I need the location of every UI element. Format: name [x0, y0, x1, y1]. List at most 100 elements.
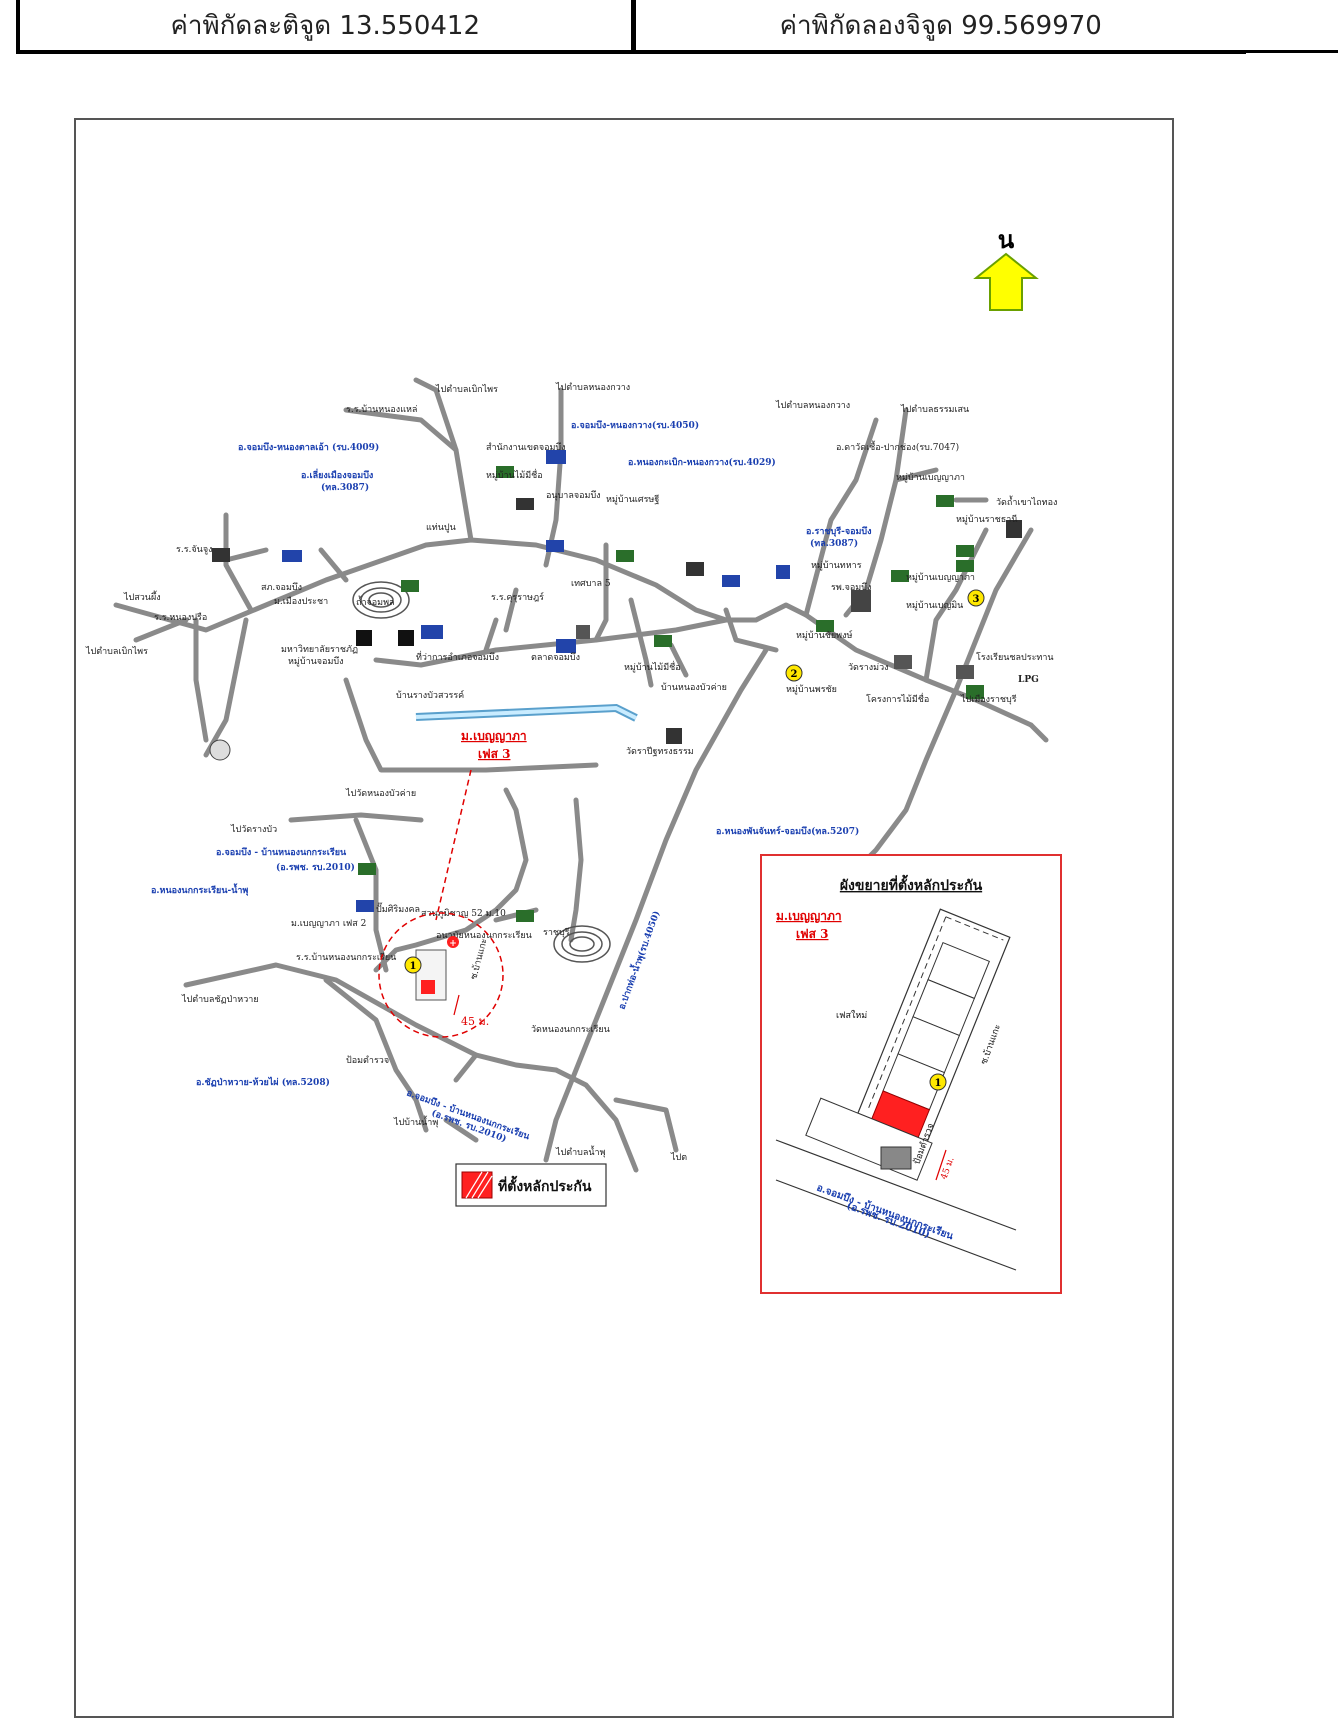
label-school-kuru: ร.ร.คุรุราษฎร์	[491, 591, 544, 603]
mountain-icon	[352, 581, 410, 619]
label-bypass-no: (ทล.3087)	[321, 482, 369, 493]
label-health-center: อนามัยหนองนกกระเรียน	[436, 930, 532, 941]
label-school-ban-nong: ร.ร.บ้านหนองนกกระเรียน	[296, 952, 396, 963]
label-road-4050: อ.จอมบึง-หนองกวาง(รบ.4050)	[571, 420, 699, 431]
label-mb-mai-sue-2: หมู่บ้านไม้มีชื่อ	[624, 660, 681, 673]
map-canvas: น	[85, 225, 1062, 1294]
svg-text:1: 1	[410, 961, 417, 972]
label-ban-tha-sai: บ้านหนองบัวค่าย	[661, 682, 727, 693]
label-road-4029: อ.หนองกะเบิก-หนองกวาง(รบ.4029)	[628, 457, 776, 468]
site-distance: 45 ม.	[461, 1015, 489, 1028]
inset-new-phase: เฟสใหม่	[836, 1010, 867, 1021]
label-ban-kae-road: ซ.บ้านแกะ	[468, 937, 490, 981]
label-mb-benyapa-1: หมู่บ้านเบญญาภา	[896, 472, 965, 483]
latitude-label: ค่าพิกัดละติจูด 13.550412	[20, 0, 636, 50]
label-rong-rian: โรงเรียนชลประทาน	[976, 652, 1054, 663]
label-mb-chaiphong: หมู่บ้านชัยพงษ์	[796, 629, 853, 641]
label-school-2: อนุบาลจอมบึง	[546, 490, 601, 501]
label-lpg: LPG	[1018, 675, 1039, 685]
label-mb-chombueng: หมู่บ้านจอมบึง	[288, 656, 344, 667]
label-mb-mai-sue: หมู่บ้านไม้มีชื่อ	[486, 468, 543, 481]
inset-map: ผังขยายที่ตั้งหลักประกัน ม.เบญญาภา เฟส 3…	[760, 854, 1062, 1294]
label-to-nam-phu: ไปตำบลน้ำพุ	[555, 1145, 606, 1158]
inset-callout-sub: เฟส 3	[796, 927, 828, 941]
label-gas-station: ปั๊มศิริมงคล	[376, 902, 420, 915]
label-mb-ratchathani: หมู่บ้านราชธานี	[956, 514, 1017, 525]
label-to-suan-phueng: ไปสวนผึ้ง	[123, 590, 161, 603]
label-wat-rang-bua: วัดรางม่วง	[848, 663, 889, 673]
reservoir-icon	[209, 739, 231, 761]
label-road-7047: อ.ดาวัดเชื้อ-ปากช่อง(รบ.7047)	[836, 440, 959, 453]
label-police: สภ.จอมบึง	[261, 582, 302, 593]
label-land-52: สวนภูมิชาญ 52 ม.10	[421, 908, 506, 919]
label-university: มหาวิทยาลัยราชภัฏ	[281, 644, 358, 655]
label-ban-jakphet: ร.ร.จันจูง	[176, 545, 212, 555]
inset-title: ผังขยายที่ตั้งหลักประกัน	[840, 874, 983, 894]
label-muang-pracha: ม.เมืองประชา	[274, 596, 328, 607]
map-frame: น	[74, 118, 1174, 1718]
label-ban-nong-kaeo: ร.ร.บ้านหนองแหล่	[346, 404, 417, 415]
label-benyapa-phase2: ม.เบญญาภา เฟส 2	[291, 919, 366, 929]
svg-text:+: +	[449, 939, 457, 949]
legend-label: ที่ตั้งหลักประกัน	[498, 1175, 592, 1195]
inset-callout: ม.เบญญาภา	[776, 909, 842, 923]
label-ratchaburi-chombueng: อ.ราชบุรี-จอมบึง	[806, 526, 872, 537]
marker-1: 1	[404, 956, 422, 974]
label-road-4009: อ.จอมบึง-หนองตาลเอ้า (รบ.4009)	[238, 442, 379, 453]
label-mb-benyamin: หมู่บ้านเบญมิน	[906, 600, 963, 611]
label-wat-tham-thong: วัดถ้ำเขาไถทอง	[996, 495, 1057, 508]
label-nong-ka-rn: ร.ร.หนองปรือ	[154, 612, 207, 623]
label-wat-pisut: วัดราปีฐทรงธรรม	[626, 746, 694, 757]
map-labels: ไปตำบลเบิกไพร ไปตำบลหนองกวาง ไปตำบลหนองก…	[85, 382, 1057, 835]
label-district-office: สำนักงานเขตจอมบึง	[486, 442, 566, 453]
label-market: ตลาดจอมบึง	[531, 652, 580, 663]
label-to-nong-kwang: ไปตำบลหนองกวาง	[555, 382, 630, 393]
label-road-2010-no: (อ.รพช. รบ.2010)	[276, 862, 355, 873]
north-label: น	[998, 225, 1015, 254]
callout-sub: เฟส 3	[478, 747, 510, 761]
marker-2: 2	[785, 664, 803, 682]
label-project-mai-sue: โครงการไม้มีชื่อ	[866, 692, 929, 705]
label-mb-pottery: หมู่บ้านเศรษฐี	[606, 494, 659, 505]
mountain-icon-south	[553, 925, 611, 963]
site-radius: + 45 ม.	[378, 912, 504, 1038]
north-arrow-icon: น	[973, 225, 1039, 311]
label-mb-phonchai: หมู่บ้านพรชัย	[786, 684, 837, 695]
label-to-wat-nong-bua: ไปวัดหนองบัวค่าย	[345, 788, 416, 799]
label-to-nam-phu-3: ไปต	[670, 1152, 687, 1163]
road-network	[113, 377, 1049, 1173]
longitude-label: ค่าพิกัดลองจิจูด 99.569970	[779, 10, 1102, 41]
label-muang-lamphu: เทศบาล 5	[571, 579, 611, 589]
label-to-chat-pa-wai: ไปตำบลชัฏป่าหวาย	[181, 994, 259, 1005]
label-to-thammasen: ไปตำบลธรรมเสน	[900, 404, 969, 415]
label-road-5207: อ.หนองพันจันทร์-จอมบึง(ทล.5207)	[716, 825, 859, 837]
label-mb-thahan: หมู่บ้านทหาร	[811, 560, 862, 571]
label-to-pak-phrai: ไปตำบลเบิกไพร	[435, 384, 498, 395]
label-ratchaburi-no: (ทล.3087)	[810, 538, 858, 549]
label-police-box: ป้อมตำรวจ	[346, 1055, 389, 1066]
label-bypass: อ.เลี่ยงเมืองจอมบึง	[301, 468, 373, 481]
label-to-nam-phu-2: ไปบ้านน้ำพุ	[393, 1115, 438, 1128]
svg-text:2: 2	[791, 669, 798, 680]
building-icons	[212, 450, 1022, 922]
label-district-office-2: ที่ว่าการอำเภอจอมบึง	[416, 650, 499, 663]
label-to-pak-phrai-2: ไปตำบลเบิกไพร	[85, 646, 148, 657]
coordinate-bar: ค่าพิกัดละติจูด 13.550412 ค่าพิกัดลองจิจ…	[16, 0, 1246, 54]
label-wat-nong: วัดหนองนกกระเรียน	[531, 1024, 610, 1035]
callout-title: ม.เบญญาภา	[461, 729, 527, 743]
label-mb-benyapa-2: หมู่บ้านเบญญาภา	[906, 572, 975, 583]
svg-text:3: 3	[973, 594, 980, 605]
marker-3: 3	[967, 589, 985, 607]
legend-box: ที่ตั้งหลักประกัน	[455, 1163, 607, 1207]
header-underline	[1243, 50, 1338, 53]
label-ban-rua-sawan: บ้านรางบัวสวรรค์	[396, 689, 464, 701]
label-road-2010: อ.จอมบึง - บ้านหนองนกกระเรียน	[216, 847, 347, 858]
label-pottery: แท่นปูน	[426, 523, 456, 533]
label-road-5208: อ.ชัฏป่าหวาย-ห้วยไผ่ (ทล.5208)	[196, 1076, 330, 1088]
label-to-ratchaburi: ไปเมืองราชบุรี	[960, 694, 1017, 705]
south-labels: อ.จอมบึง - บ้านหนองนกกระเรียน (อ.รพช. รบ…	[151, 825, 859, 1163]
label-ban-kao-tham: ถ้ำจอมพล	[356, 595, 395, 608]
label-to-nong-kwang-2: ไปตำบลหนองกวาง	[775, 400, 850, 411]
label-to-wat-rang-bua: ไปวัดรางบัว	[230, 824, 277, 835]
svg-text:1: 1	[935, 1078, 942, 1089]
